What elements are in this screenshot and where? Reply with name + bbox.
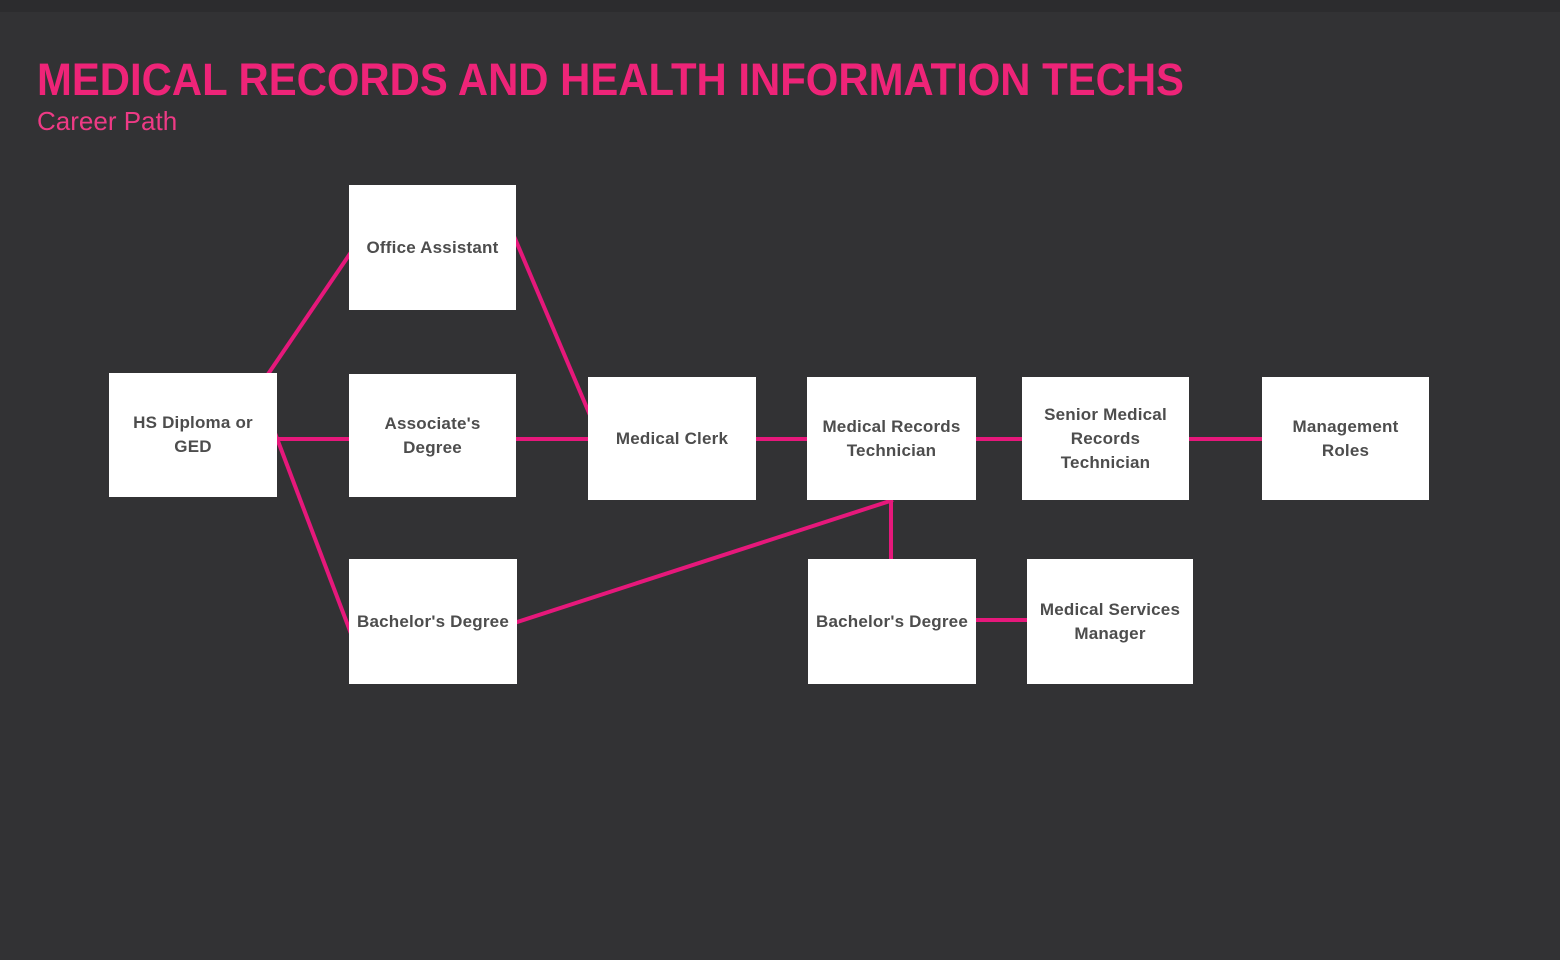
connector-hs-diploma-to-bachelors-degree-1 [268,419,360,653]
node-office-assistant: Office Assistant [349,185,516,310]
node-senior-medical-records-technician: Senior Medical Records Technician [1022,377,1189,500]
node-bachelors-degree-1: Bachelor's Degree [349,559,517,684]
connector-bachelors-degree-1-to-medical-records-technician [504,498,894,628]
page-subtitle: Career Path [37,106,178,136]
node-associates-degree: Associate's Degree [349,374,516,497]
top-accent-bar [0,0,1560,12]
node-medical-records-technician: Medical Records Technician [807,377,976,500]
page-title: MEDICAL RECORDS AND HEALTH INFORMATION T… [37,54,1184,105]
node-bachelors-degree-2: Bachelor's Degree [808,559,976,684]
node-medical-services-manager: Medical Services Manager [1027,559,1193,684]
node-medical-clerk: Medical Clerk [588,377,756,500]
node-hs-diploma: HS Diploma or GED [109,373,277,497]
node-management-roles: Management Roles [1262,377,1429,500]
